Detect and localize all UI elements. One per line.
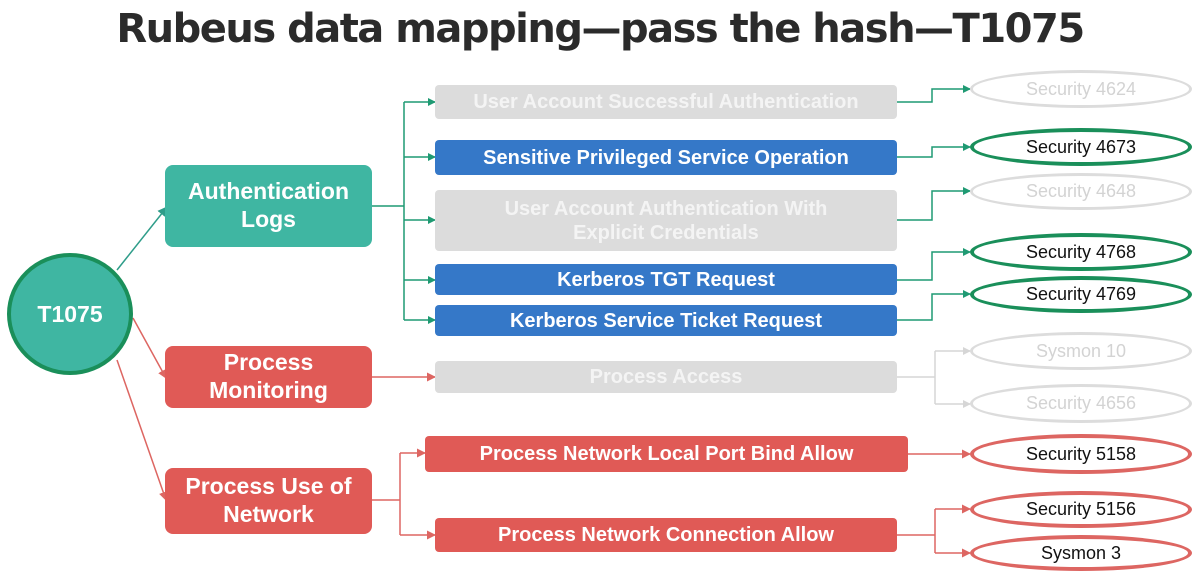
event-user-success-label: User Account Successful Authentication <box>473 91 859 113</box>
event-sensitive-privileged-service-op: Sensitive Privileged Service Operation <box>435 140 897 175</box>
category-proc-label-line2: Monitoring <box>209 377 328 403</box>
source-sysmon-10: Sysmon 10 <box>970 332 1192 370</box>
connector-4648 <box>897 187 971 221</box>
connector-net-conn-sources <box>897 504 971 558</box>
connector-4673 <box>897 143 971 158</box>
source-4648-label: Security 4648 <box>1025 181 1137 201</box>
page-title: Rubeus data mapping—pass the hash—T1075 <box>116 6 1085 52</box>
source-security-4656: Security 4656 <box>970 384 1192 423</box>
connector-4769 <box>897 290 971 321</box>
event-kerb-service-label: Kerberos Service Ticket Request <box>509 309 822 332</box>
category-auth-label-line2: Logs <box>241 206 296 232</box>
root-node-t1075: T1075 <box>7 253 133 375</box>
event-process-access: Process Access <box>435 361 897 393</box>
connector-proc-access-sources <box>897 347 971 408</box>
source-sysmon3-label: Sysmon 3 <box>1040 542 1122 563</box>
event-explicit-creds-label-line1: User Account Authentication With <box>504 197 828 220</box>
source-security-4648: Security 4648 <box>970 173 1192 210</box>
source-4769-label: Security 4769 <box>1025 284 1137 304</box>
category-net-label-line1: Process Use of <box>185 473 352 500</box>
connector-net-events <box>372 448 436 540</box>
connector-root-net <box>116 359 168 501</box>
event-user-account-successful-auth: User Account Successful Authentication <box>435 85 897 119</box>
connector-4624 <box>897 85 971 103</box>
source-4656-label: Security 4656 <box>1025 393 1137 413</box>
connector-4768 <box>897 248 971 281</box>
event-proc-access-label: Process Access <box>589 366 743 388</box>
source-4768-label: Security 4768 <box>1025 241 1137 262</box>
event-kerberos-tgt-request: Kerberos TGT Request <box>435 264 897 295</box>
category-net-label-line2: Network <box>223 501 314 527</box>
event-process-network-connection-allow: Process Network Connection Allow <box>435 518 897 552</box>
category-auth-label-line1: Authentication <box>188 178 349 205</box>
source-security-4769: Security 4769 <box>970 276 1192 313</box>
event-sensitive-priv-label: Sensitive Privileged Service Operation <box>483 146 849 169</box>
source-security-5156: Security 5156 <box>970 491 1192 528</box>
category-proc-label-line1: Process <box>223 349 314 376</box>
source-security-4673: Security 4673 <box>970 128 1192 166</box>
source-security-4624: Security 4624 <box>970 70 1192 108</box>
event-net-conn-label: Process Network Connection Allow <box>498 524 834 546</box>
source-4624-label: Security 4624 <box>1025 78 1137 99</box>
connector-auth-events <box>372 98 436 324</box>
connector-root-proc <box>132 317 167 379</box>
source-4673-label: Security 4673 <box>1025 136 1137 157</box>
source-sysmon10-label: Sysmon 10 <box>1035 340 1127 361</box>
event-kerberos-service-ticket-request: Kerberos Service Ticket Request <box>435 305 897 336</box>
source-5158-label: Security 5158 <box>1025 443 1137 464</box>
event-kerb-tgt-label: Kerberos TGT Request <box>557 268 775 291</box>
source-5156-label: Security 5156 <box>1025 499 1137 519</box>
event-port-bind-label: Process Network Local Port Bind Allow <box>479 443 854 465</box>
event-process-network-local-port-bind: Process Network Local Port Bind Allow <box>425 436 908 472</box>
event-explicit-creds-label-line2: Explicit Credentials <box>573 221 759 244</box>
connector-root-auth <box>116 206 168 271</box>
source-security-5158: Security 5158 <box>970 434 1192 474</box>
source-security-4768: Security 4768 <box>970 233 1192 271</box>
source-sysmon-3: Sysmon 3 <box>970 535 1192 571</box>
root-label: T1075 <box>37 300 103 327</box>
